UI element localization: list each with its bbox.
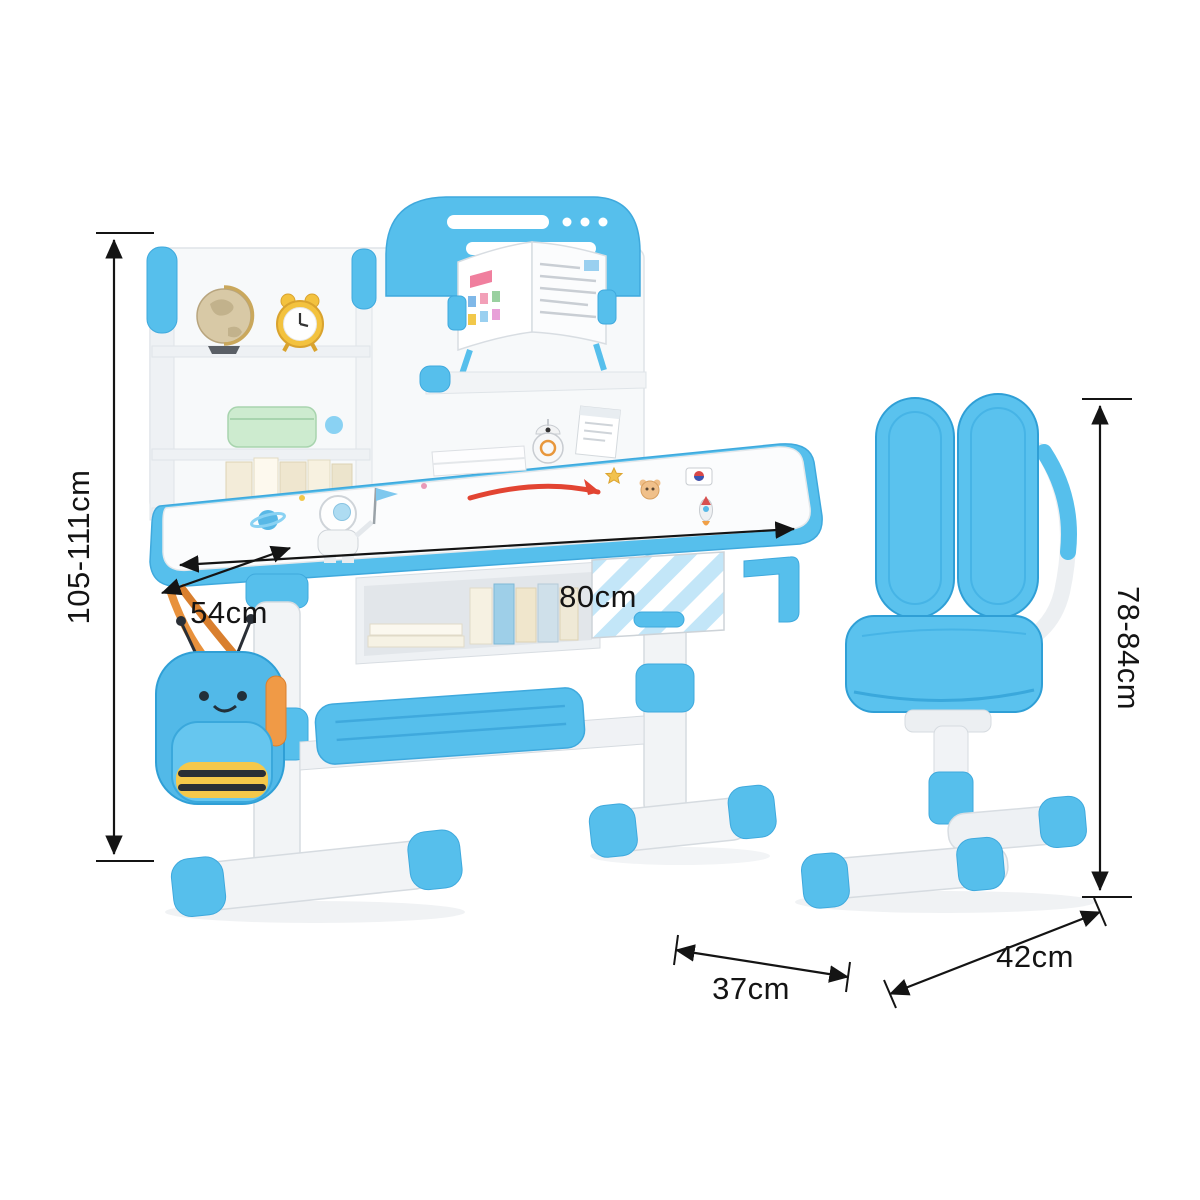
desk-right-foot (588, 784, 777, 858)
right-leg-clamp (635, 663, 695, 713)
desk-illustration (146, 196, 823, 917)
dimension-label-desk-depth: 54cm (190, 595, 268, 630)
drawer (591, 551, 725, 639)
under-desk-shelf (355, 561, 601, 665)
side-hook-bracket (743, 556, 800, 623)
chair-seat (845, 615, 1043, 713)
dimension-label-chair-height: 78-84cm (1111, 585, 1146, 711)
round-sticker (325, 416, 343, 434)
desk-left-foot (170, 829, 463, 917)
chair-front-foot (800, 836, 1009, 909)
dimension-label-desk-height: 105-111cm (61, 469, 96, 625)
backpack (155, 583, 287, 805)
chair-back-cushions (875, 393, 1039, 619)
drawer-handle (633, 611, 685, 628)
memo-pad (575, 405, 621, 459)
dimension-label-desk-width: 80cm (559, 579, 637, 614)
dimension-label-chair-front-foot: 37cm (712, 971, 790, 1006)
robot-toy (532, 419, 564, 464)
globe (196, 285, 255, 354)
dimension-label-chair-side-foot: 42cm (996, 939, 1074, 974)
chair-back-frame (1036, 444, 1077, 560)
dimension-lines (96, 232, 1132, 1009)
chair-illustration (800, 393, 1087, 909)
pencil-case (227, 406, 317, 448)
alarm-clock (276, 293, 324, 352)
book-stand (447, 241, 617, 375)
footrest (314, 687, 586, 765)
